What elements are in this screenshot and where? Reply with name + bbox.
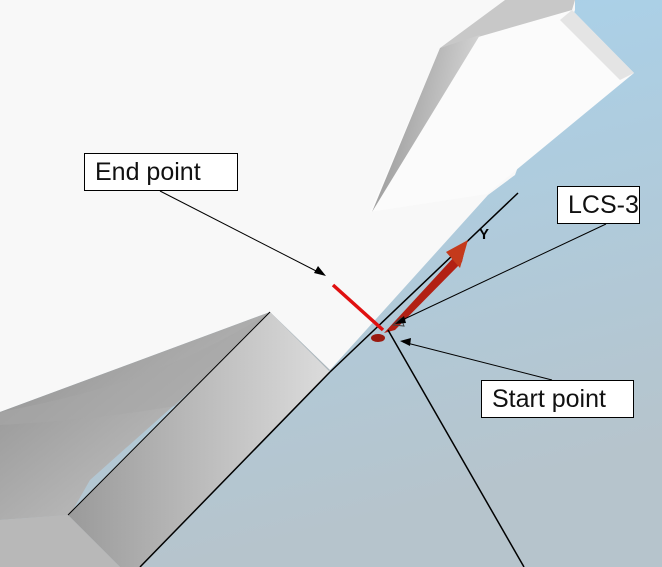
- reference-line: [387, 329, 525, 567]
- axis-y-label: Y: [479, 226, 490, 243]
- part-edge-2: [139, 371, 331, 567]
- part-arm-shade: [440, 0, 575, 48]
- start-point-label: Start point: [492, 385, 606, 413]
- lcs-label: LCS-3: [568, 191, 639, 219]
- part-lower-arm-face: [0, 515, 120, 567]
- tool-path-line: [331, 283, 385, 332]
- start-point-marker: [371, 334, 385, 342]
- arrow-head-icon: [395, 316, 406, 324]
- part-arm-end: [560, 10, 634, 80]
- leader-lcs: [397, 223, 607, 323]
- end-point-label: End point: [95, 158, 201, 186]
- part-arm-shade-inner: [372, 35, 480, 212]
- leader-end-point: [159, 190, 323, 275]
- lcs-callout: LCS-3: [557, 186, 640, 224]
- arrow-head-icon: [314, 266, 326, 276]
- start-point-callout: Start point: [481, 380, 634, 418]
- part-lower-arm: [68, 312, 330, 567]
- part-edge-3: [67, 311, 271, 516]
- leader-start-point: [402, 341, 553, 381]
- arrow-head-icon: [400, 338, 411, 346]
- edge-highlight: [384, 244, 466, 333]
- end-point-callout: End point: [84, 153, 238, 191]
- part-edge-1: [329, 192, 519, 373]
- edge-highlight-arrow: [446, 240, 468, 268]
